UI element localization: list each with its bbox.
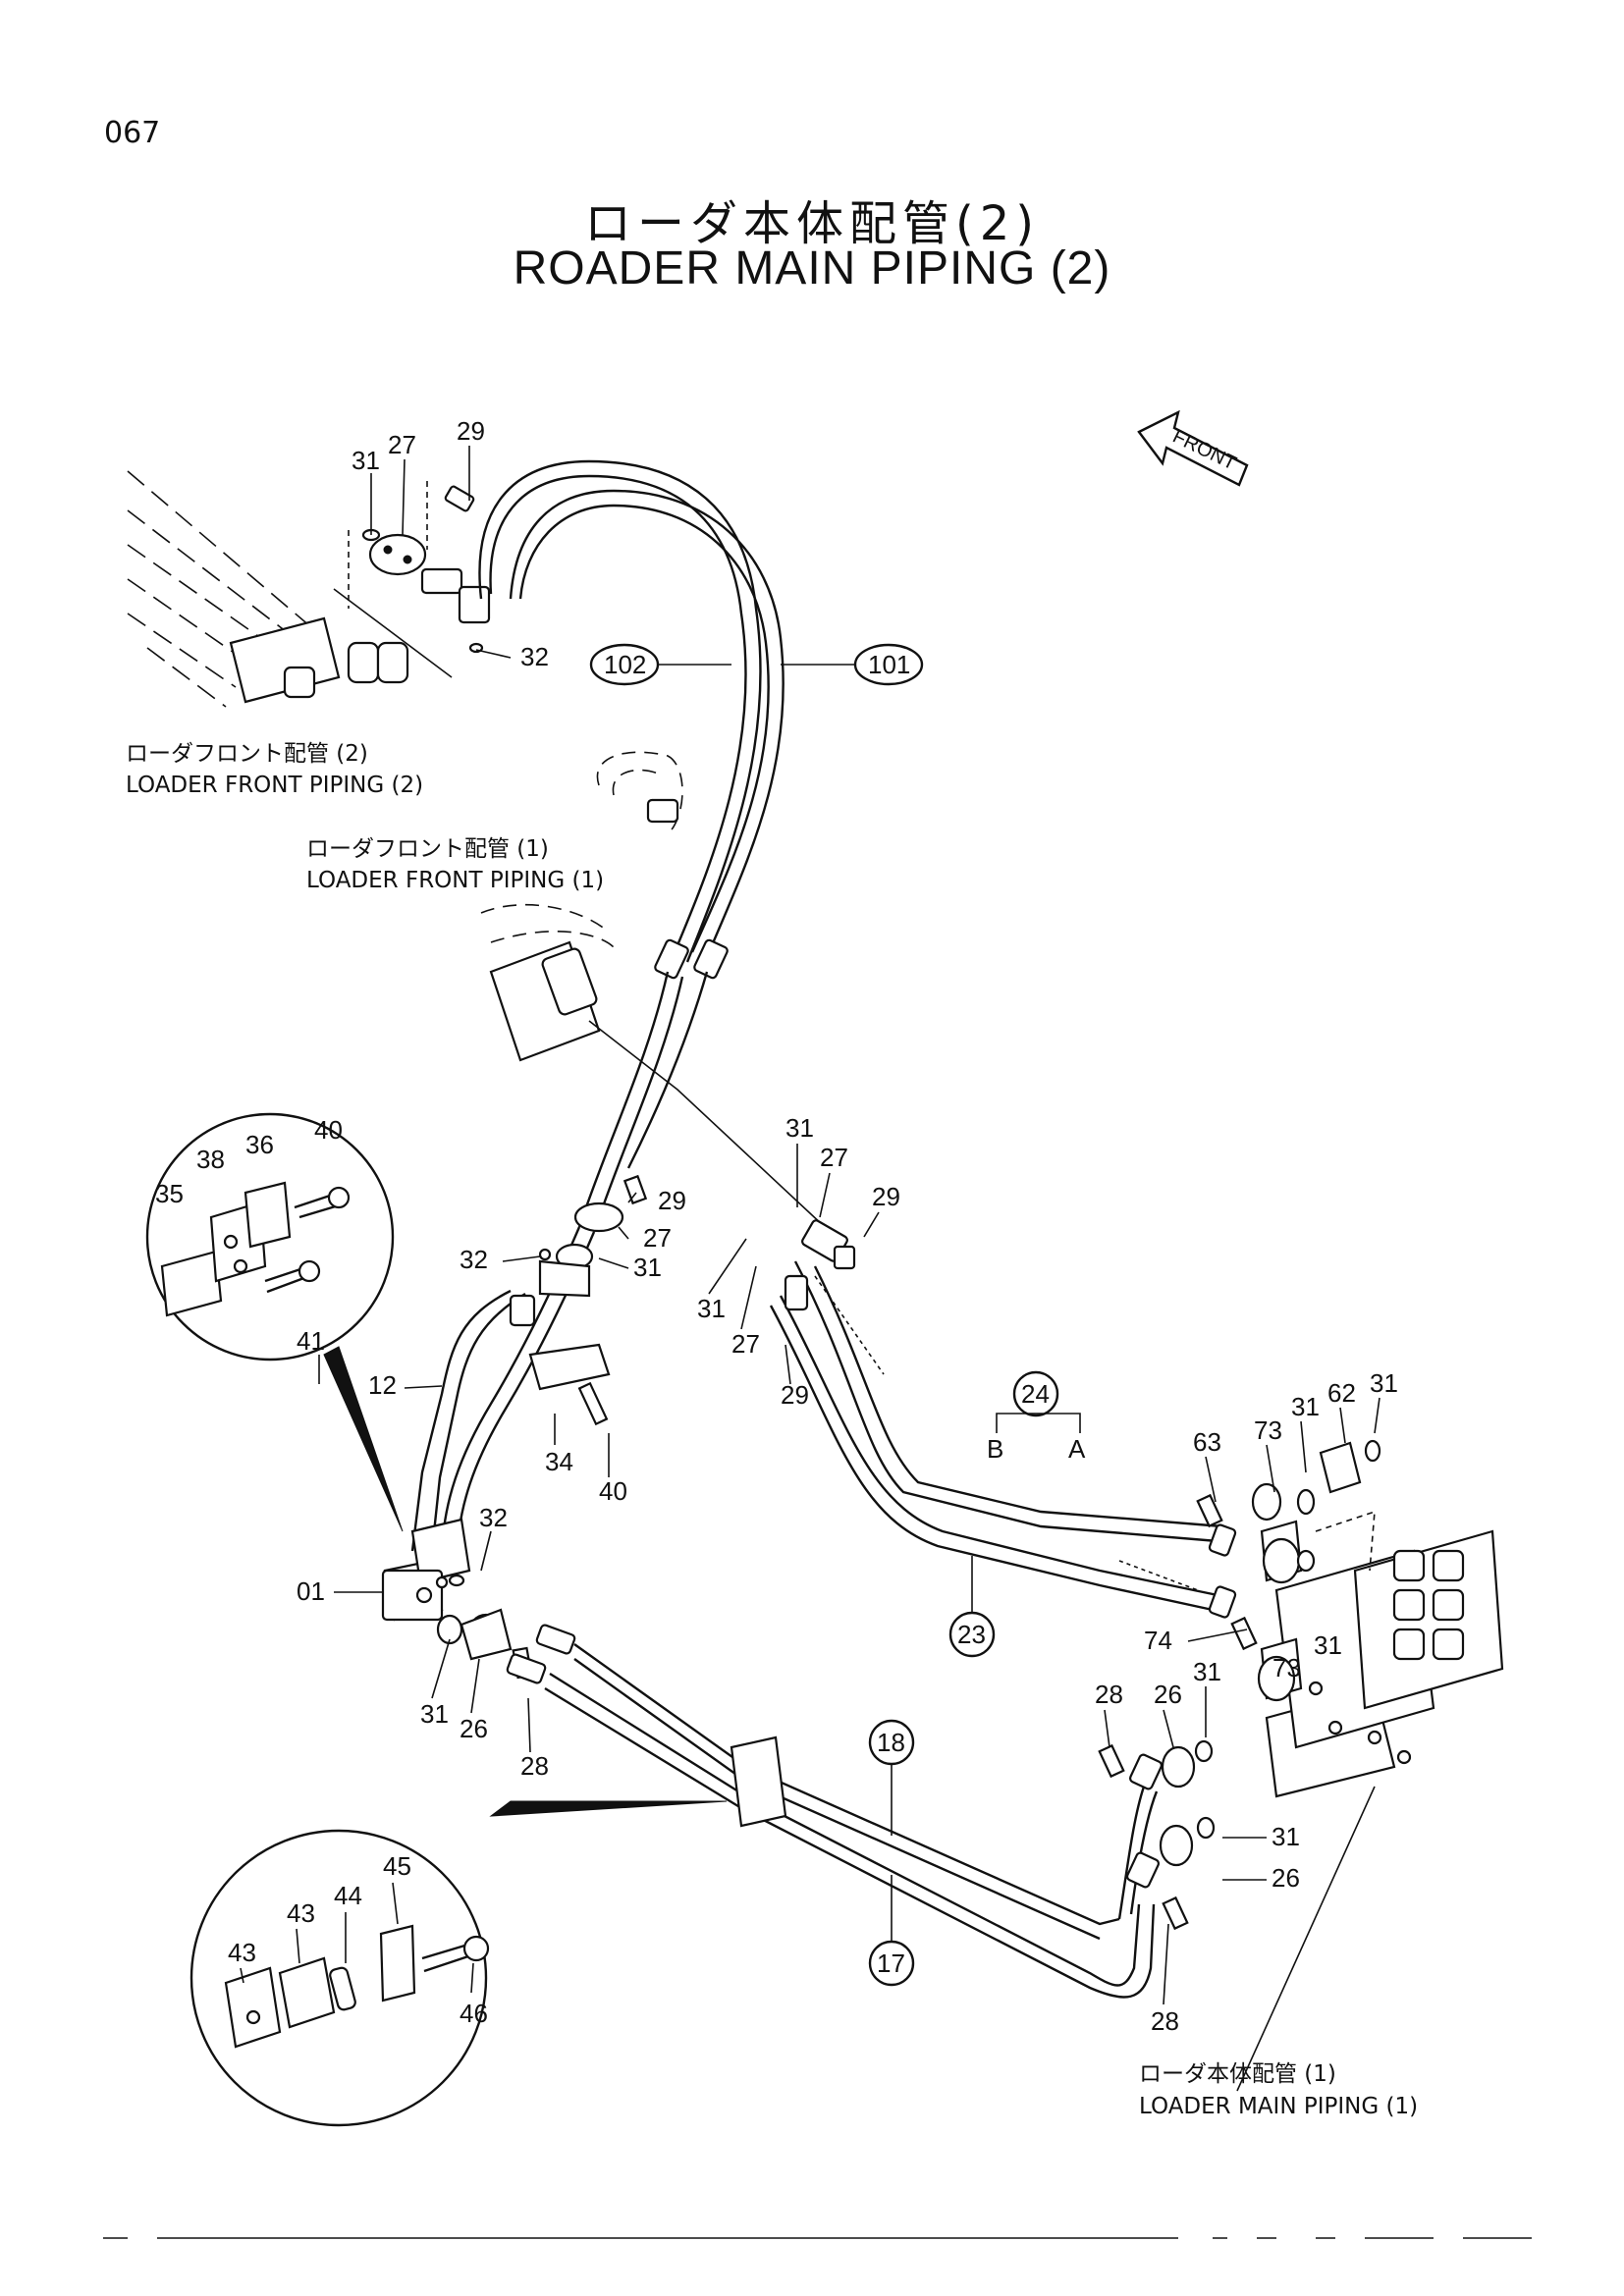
callout-29: 29 — [872, 1182, 900, 1211]
circled-callouts: 102 101 24 23 18 17 — [589, 643, 1059, 1987]
page-number: 067 — [104, 116, 161, 150]
circled-callout-17: 17 — [877, 1949, 905, 1978]
callout-35: 35 — [155, 1179, 184, 1208]
callout-28: 28 — [1151, 2006, 1179, 2036]
callout-40: 40 — [599, 1476, 627, 1506]
circled-callout-18: 18 — [877, 1728, 905, 1757]
callout-28: 28 — [1095, 1680, 1123, 1709]
callout-a: A — [1068, 1434, 1086, 1464]
front-arrow-icon: FRONT — [1137, 409, 1249, 487]
callout-62: 62 — [1327, 1378, 1356, 1408]
callout-31: 31 — [1370, 1368, 1398, 1398]
notes: ローダフロント配管 (2) LOADER FRONT PIPING (2) ロー… — [126, 741, 1418, 2119]
circled-callout-102: 102 — [604, 650, 646, 679]
callout-74: 74 — [1144, 1626, 1172, 1655]
callout-31: 31 — [1272, 1822, 1300, 1851]
hose-101-102 — [440, 459, 785, 1567]
pipes-17-18 — [506, 1624, 1163, 1999]
callout-44: 44 — [334, 1881, 362, 1910]
callout-32: 32 — [460, 1245, 488, 1274]
callout-31: 31 — [785, 1113, 814, 1143]
callout-31: 31 — [1314, 1630, 1342, 1660]
clamp-detail-circle-lower — [189, 1800, 728, 2127]
loader-front-piping-2-dashes — [127, 470, 453, 708]
title-japanese: ローダ本体配管(2) — [584, 196, 1040, 251]
callout-labels: 31 27 29 32 40 36 38 35 41 29 27 31 32 3… — [155, 416, 1398, 2036]
callout-34: 34 — [545, 1447, 573, 1476]
callout-36: 36 — [245, 1130, 274, 1159]
title-english: ROADER MAIN PIPING (2) — [513, 242, 1111, 294]
block-01-assembly — [381, 1518, 533, 1680]
callout-31: 31 — [697, 1294, 726, 1323]
clamp-detail-circle-upper — [145, 1112, 404, 1532]
callout-73: 73 — [1254, 1415, 1282, 1445]
callout-27: 27 — [643, 1223, 672, 1253]
callout-29: 29 — [658, 1186, 686, 1215]
note-loader-front-2-en: LOADER FRONT PIPING (2) — [126, 773, 423, 798]
callout-73: 73 — [1272, 1653, 1301, 1682]
callout-12: 12 — [368, 1370, 397, 1400]
callout-31: 31 — [633, 1253, 662, 1282]
note-loader-front-2-jp: ローダフロント配管 (2) — [126, 741, 368, 767]
callout-29: 29 — [457, 416, 485, 446]
callout-63: 63 — [1193, 1427, 1221, 1457]
note-loader-front-1-en: LOADER FRONT PIPING (1) — [306, 868, 604, 893]
callout-32: 32 — [479, 1503, 508, 1532]
note-loader-main-1-en: LOADER MAIN PIPING (1) — [1139, 2094, 1418, 2119]
circled-callout-101: 101 — [868, 650, 910, 679]
circled-callout-24: 24 — [1021, 1379, 1050, 1409]
callout-40: 40 — [314, 1115, 343, 1145]
callout-27: 27 — [731, 1329, 760, 1359]
callout-29: 29 — [781, 1380, 809, 1410]
callout-41: 41 — [297, 1326, 325, 1356]
callout-31: 31 — [1193, 1657, 1221, 1686]
upper-flange-assembly — [348, 481, 491, 654]
callout-32: 32 — [520, 642, 549, 671]
callout-31: 31 — [352, 446, 380, 475]
loader-front-piping-1 — [480, 751, 826, 1228]
control-valve-block — [1098, 1439, 1504, 2092]
middle-flange-assembly — [410, 1174, 648, 1552]
callout-46: 46 — [460, 1999, 488, 2028]
callout-26: 26 — [1154, 1680, 1182, 1709]
callout-01: 01 — [297, 1576, 325, 1606]
callout-31: 31 — [1291, 1392, 1320, 1421]
callout-27: 27 — [820, 1143, 848, 1172]
leader-lines — [240, 446, 1380, 2005]
callout-38: 38 — [196, 1145, 225, 1174]
callout-28: 28 — [520, 1751, 549, 1781]
callout-43: 43 — [287, 1898, 315, 1928]
callout-31: 31 — [420, 1699, 449, 1729]
note-loader-main-1-jp: ローダ本体配管 (1) — [1139, 2061, 1336, 2087]
callout-26: 26 — [1272, 1863, 1300, 1893]
callout-26: 26 — [460, 1714, 488, 1743]
hoses-23-24 — [769, 1219, 1237, 1619]
callout-27: 27 — [388, 430, 416, 459]
circled-callout-23: 23 — [957, 1620, 986, 1649]
note-loader-front-1-jp: ローダフロント配管 (1) — [306, 836, 549, 862]
callout-b: B — [987, 1434, 1003, 1464]
callout-45: 45 — [383, 1851, 411, 1881]
callout-43: 43 — [228, 1938, 256, 1967]
